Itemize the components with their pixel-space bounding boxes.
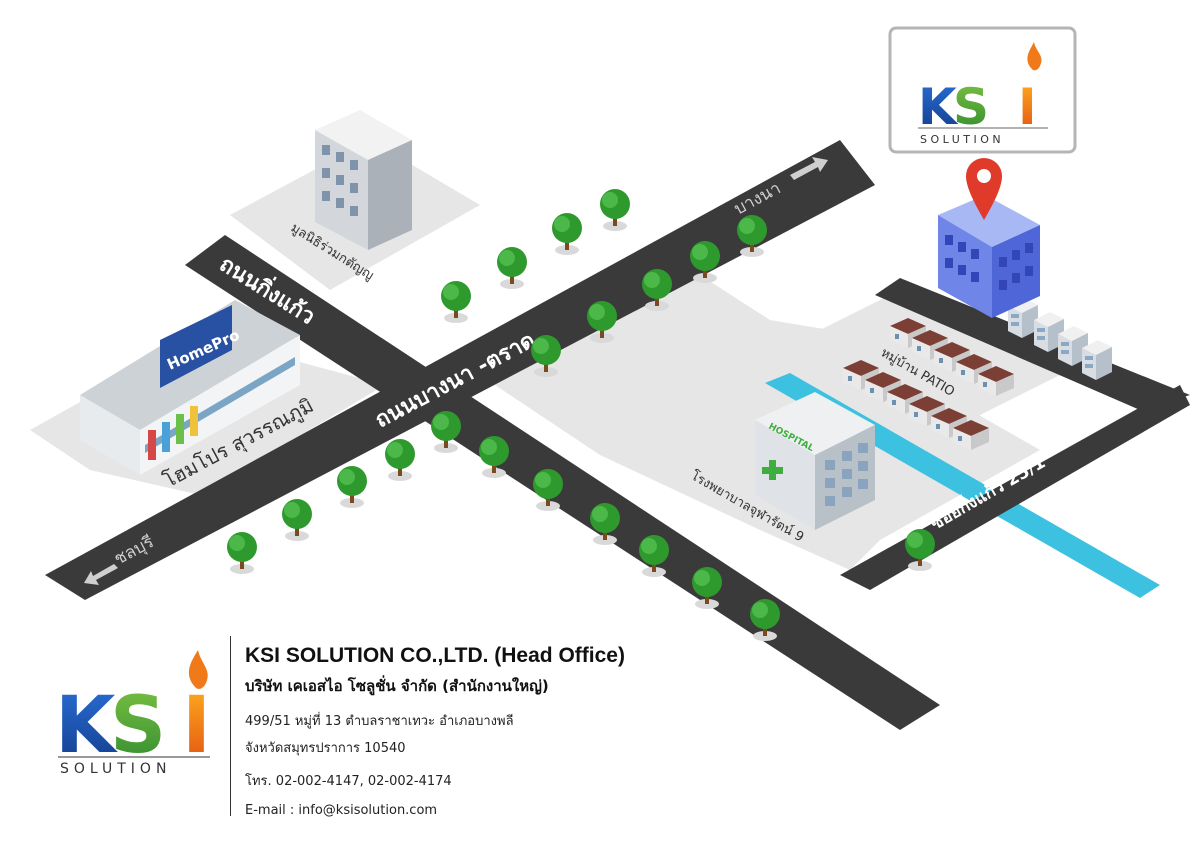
footer-flame-icon — [188, 650, 208, 689]
logo-letter-i: I — [1018, 78, 1037, 136]
ksi-logo-footer: K S I SOLUTION — [55, 650, 211, 777]
company-address-line1: 499/51 หมู่ที่ 13 ตำบลราชาเทวะ อำเภอบางพ… — [245, 714, 514, 729]
homepro-store: HomePro — [80, 300, 300, 475]
hospital-building: HOSPITAL — [755, 392, 875, 530]
company-name-th: บริษัท เคเอสไอ โซลูชั่น จำกัด (สำนักงานใ… — [245, 677, 549, 695]
company-phone: โทร. 02-002-4147, 02-002-4174 — [245, 774, 452, 789]
company-address-line2: จังหวัดสมุทรปราการ 10540 — [245, 741, 406, 756]
logo-letter-s: S — [953, 78, 989, 136]
homepro-sign — [160, 305, 232, 388]
company-email[interactable]: E-mail : info@ksisolution.com — [245, 803, 438, 818]
company-name-en: KSI SOLUTION CO.,LTD. (Head Office) — [245, 644, 625, 667]
footer-logo-tagline: SOLUTION — [60, 761, 171, 777]
arrow-left-icon — [84, 564, 118, 585]
road-king-kaeo-upper-right — [875, 278, 1190, 410]
company-info: KSI SOLUTION CO.,LTD. (Head Office) บริษ… — [230, 636, 790, 818]
foundation-building — [315, 110, 412, 250]
road-bangna-trad — [45, 140, 875, 600]
location-pin-icon — [966, 158, 1002, 220]
arrow-right-icon — [790, 157, 828, 180]
ksi-logo-map: K S I SOLUTION — [918, 42, 1048, 146]
flame-icon — [1027, 42, 1042, 71]
logo-letter-k: K — [918, 78, 959, 136]
logo-tagline: SOLUTION — [920, 133, 1004, 146]
ksi-office-building — [938, 195, 1040, 318]
